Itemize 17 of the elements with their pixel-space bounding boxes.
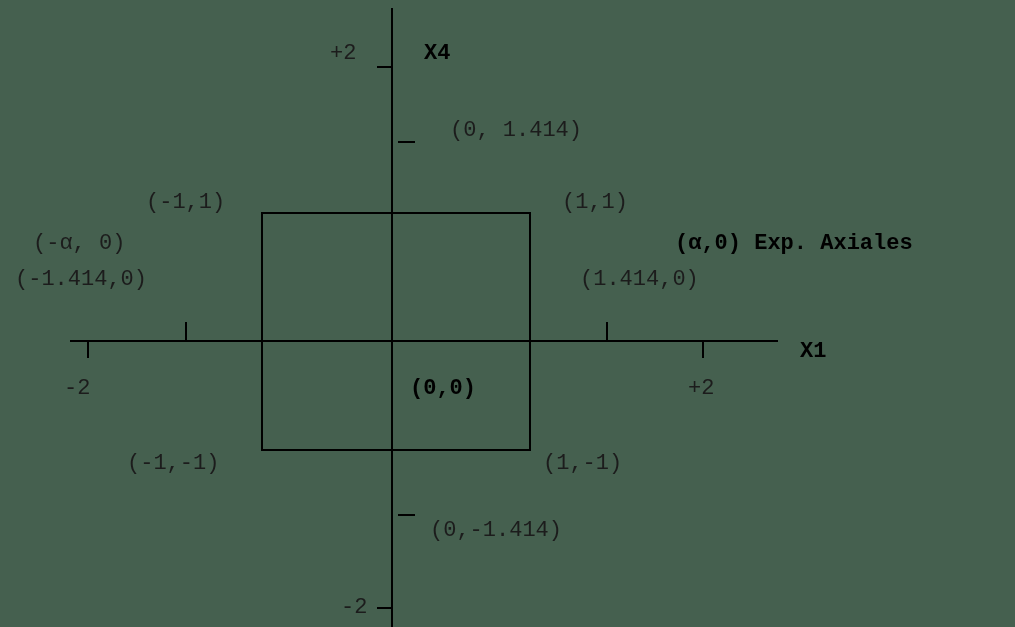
- tick-label: -2: [64, 377, 91, 401]
- tick-label: +2: [688, 377, 715, 401]
- axis-label: X1: [800, 340, 827, 364]
- point-label: (0,-1.414): [430, 519, 563, 543]
- axis-label: X4: [424, 42, 451, 66]
- point-label: (-1,1): [146, 191, 226, 215]
- point-label: (0, 1.414): [450, 119, 583, 143]
- point-label: (-1,-1): [127, 452, 220, 476]
- point-label: (1,-1): [543, 452, 623, 476]
- point-label: (-1.414,0): [15, 268, 148, 292]
- tick-label: +2: [330, 42, 357, 66]
- point-label: (-α, 0): [33, 232, 126, 256]
- point-label: (α,0) Exp. Axiales: [675, 232, 913, 256]
- point-label: (0,0): [410, 377, 476, 401]
- point-label: (1,1): [562, 191, 628, 215]
- point-label: (1.414,0): [580, 268, 699, 292]
- tick-label: -2: [341, 596, 368, 620]
